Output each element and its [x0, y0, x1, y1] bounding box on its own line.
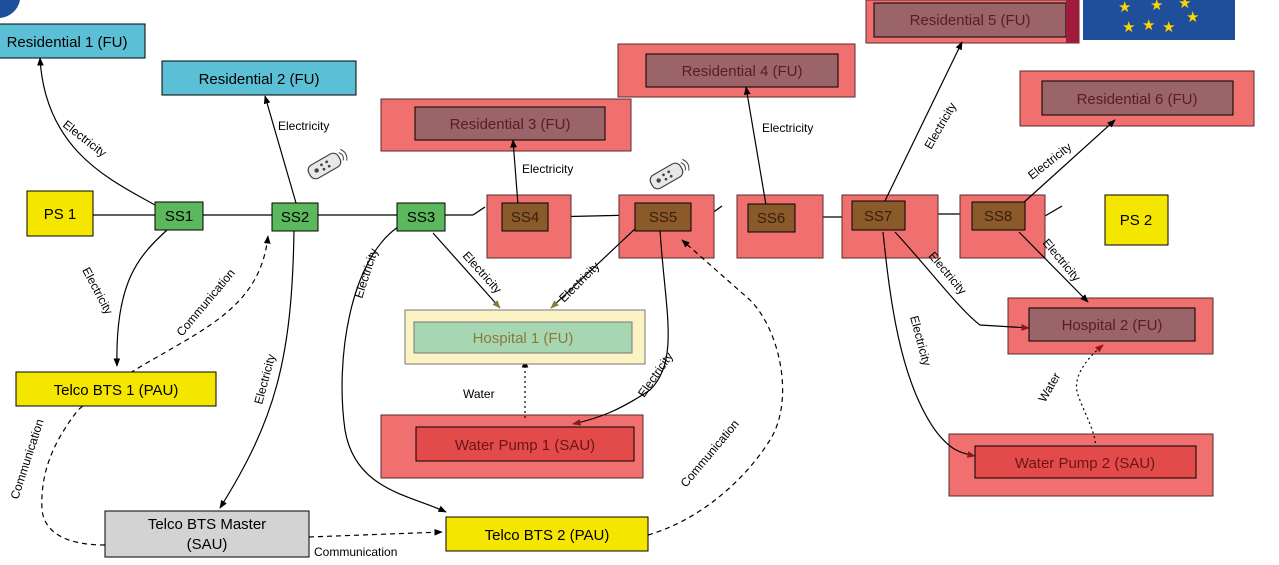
node-residential-6: Residential 6 (FU)	[1041, 80, 1234, 116]
telco-bts-1-label: Telco BTS 1 (PAU)	[54, 382, 179, 399]
svg-text:★: ★	[1150, 0, 1163, 14]
residential-6-label: Residential 6 (FU)	[1077, 91, 1198, 108]
node-ss4: SS4	[501, 202, 549, 232]
node-residential-5: Residential 5 (FU)	[873, 0, 1079, 43]
node-water-pump-2: Water Pump 2 (SAU)	[974, 445, 1197, 479]
node-ss3: SS3	[396, 202, 446, 232]
node-residential-2: Residential 2 (FU)	[161, 60, 357, 96]
svg-text:★: ★	[1178, 0, 1191, 12]
edge-label: Electricity	[907, 314, 934, 367]
edge-label: Electricity	[921, 100, 959, 151]
edge-label: Electricity	[79, 265, 115, 317]
edge-label: Electricity	[278, 119, 329, 133]
communication-edges	[41, 235, 784, 546]
edge-label: Electricity	[251, 353, 278, 406]
electricity-edges	[37, 57, 447, 513]
node-ss8: SS8	[971, 201, 1026, 231]
edge-label: Communication	[174, 266, 238, 339]
ss8-label: SS8	[984, 208, 1012, 225]
residential-3-label: Residential 3 (FU)	[450, 116, 571, 133]
edge-label: Communication	[314, 545, 397, 559]
water-pump-2-label: Water Pump 2 (SAU)	[1015, 455, 1155, 472]
edge-label: Communication	[8, 417, 47, 501]
remote-control-icon	[307, 148, 348, 180]
node-ss2: SS2	[271, 202, 319, 232]
ss2-label: SS2	[281, 209, 309, 226]
edge-label: Electricity	[1025, 140, 1074, 183]
residential-2-label: Residential 2 (FU)	[199, 71, 320, 88]
svg-text:★: ★	[1122, 19, 1135, 36]
edge-label: Electricity	[352, 247, 381, 300]
edge-label: Electricity	[556, 259, 602, 305]
node-water-pump-1: Water Pump 1 (SAU)	[415, 426, 635, 462]
electricity-edges-affected	[432, 41, 1116, 458]
node-residential-1: Residential 1 (FU)	[0, 23, 146, 59]
node-hospital-2: Hospital 2 (FU)	[1028, 307, 1196, 342]
node-residential-4: Residential 4 (FU)	[645, 53, 839, 88]
node-ss6: SS6	[747, 203, 796, 233]
edge-label: Water	[1035, 370, 1063, 404]
telco-master-label-line2: (SAU)	[187, 536, 228, 553]
node-ss1: SS1	[154, 201, 204, 231]
edge-label: Water	[463, 387, 495, 401]
hospital-1-label: Hospital 1 (FU)	[473, 330, 574, 347]
node-telco-bts-2: Telco BTS 2 (PAU)	[445, 516, 649, 552]
edge-label: Electricity	[522, 162, 573, 176]
svg-text:★: ★	[1118, 0, 1131, 16]
water-pump-1-label: Water Pump 1 (SAU)	[455, 437, 595, 454]
node-hospital-1: Hospital 1 (FU)	[404, 309, 646, 365]
residential-1-label: Residential 1 (FU)	[7, 34, 128, 51]
node-telco-bts-master: Telco BTS Master (SAU)	[104, 510, 310, 558]
telco-bts-2-label: Telco BTS 2 (PAU)	[485, 527, 610, 544]
eu-flag-icon: ★★★ ★★★★	[1083, 0, 1235, 40]
edge-label: Communication	[678, 417, 742, 490]
node-residential-3: Residential 3 (FU)	[414, 106, 606, 141]
telco-master-label-line1: Telco BTS Master	[148, 516, 266, 533]
node-ps-2: PS 2	[1104, 194, 1169, 246]
svg-text:★: ★	[1162, 19, 1175, 36]
edge-label: Electricity	[762, 121, 813, 135]
ps-2-label: PS 2	[1120, 212, 1153, 229]
ps-1-label: PS 1	[44, 206, 77, 223]
node-ss5: SS5	[634, 202, 692, 232]
remote-control-icon	[649, 158, 690, 190]
ss3-label: SS3	[407, 209, 435, 226]
ss7-label: SS7	[864, 208, 892, 225]
ss5-label: SS5	[649, 209, 677, 226]
ss1-label: SS1	[165, 208, 193, 225]
hospital-2-label: Hospital 2 (FU)	[1062, 317, 1163, 334]
svg-text:★: ★	[1142, 17, 1155, 34]
svg-text:★: ★	[1186, 9, 1199, 26]
residential-4-label: Residential 4 (FU)	[682, 63, 803, 80]
ss6-label: SS6	[757, 210, 785, 227]
node-telco-bts-1: Telco BTS 1 (PAU)	[15, 371, 217, 407]
node-ps-1: PS 1	[26, 190, 94, 237]
residential-5-label: Residential 5 (FU)	[910, 12, 1031, 29]
logo-fragment	[0, 0, 20, 18]
ss4-label: SS4	[511, 209, 539, 226]
water-edges	[521, 344, 1104, 449]
node-ss7: SS7	[851, 200, 906, 231]
